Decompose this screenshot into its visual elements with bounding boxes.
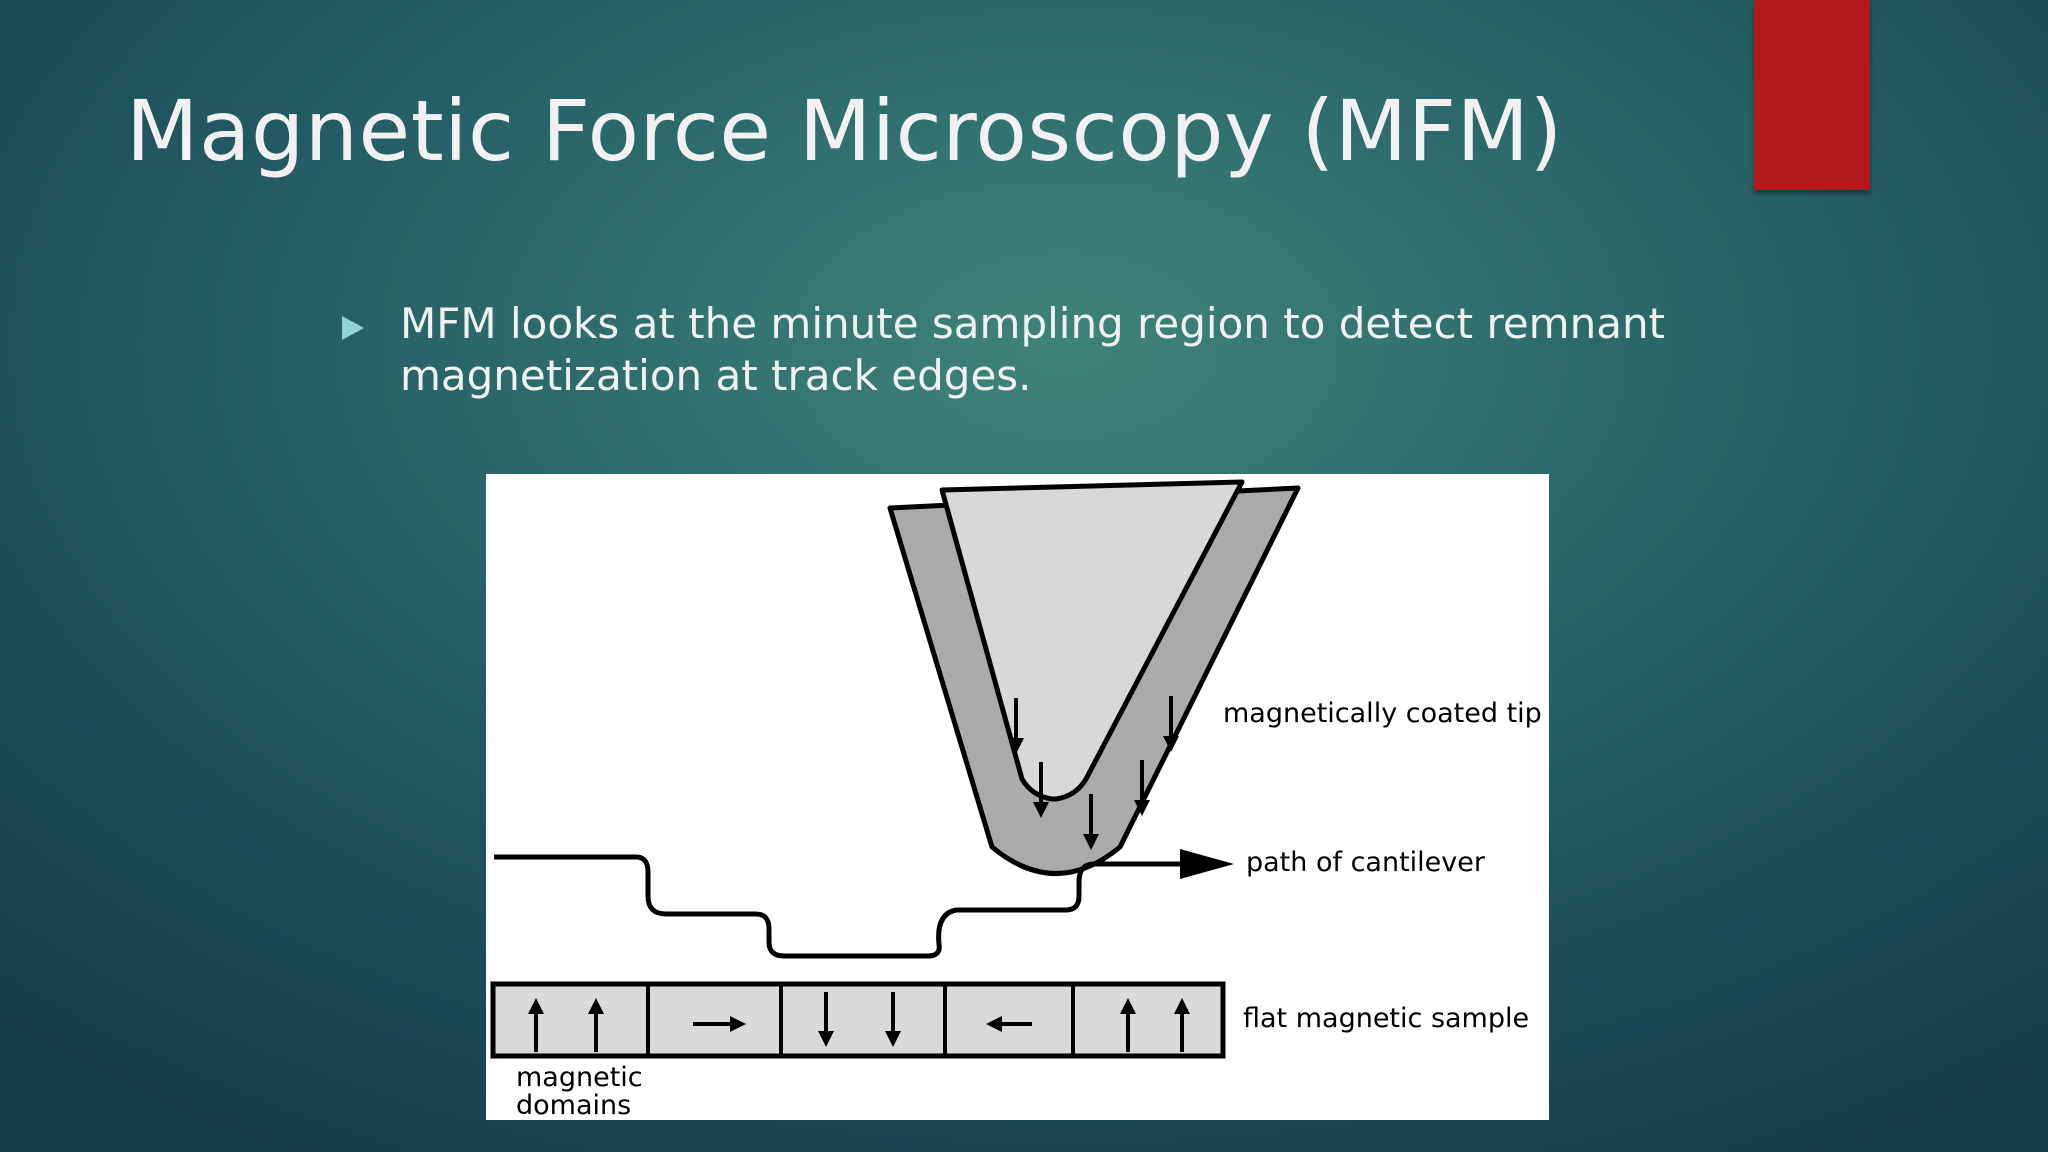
triangle-bullet-icon bbox=[342, 316, 364, 340]
mfm-diagram-svg: magnetically coated tip path of cantilev… bbox=[490, 479, 1542, 1120]
mfm-diagram: magnetically coated tip path of cantilev… bbox=[486, 474, 1549, 1120]
flat-magnetic-sample bbox=[490, 981, 1226, 1059]
tip-magnetization-arrows bbox=[1008, 696, 1179, 850]
magnetic-tip bbox=[887, 479, 1301, 876]
bullet-text: MFM looks at the minute sampling region … bbox=[400, 299, 1666, 400]
slide-title: Magnetic Force Microscopy (MFM) bbox=[126, 82, 1563, 180]
accent-bar bbox=[1754, 0, 1870, 190]
tip-label: magnetically coated tip bbox=[1223, 698, 1542, 729]
sample-label: flat magnetic sample bbox=[1243, 1003, 1529, 1034]
cantilever-path bbox=[494, 854, 1180, 959]
path-label: path of cantilever bbox=[1246, 847, 1486, 878]
domain-arrows bbox=[528, 992, 1190, 1052]
path-arrowhead-icon bbox=[1180, 849, 1234, 879]
domains-label-line1: magnetic bbox=[516, 1062, 643, 1093]
domains-label-line2: domains bbox=[516, 1090, 631, 1120]
